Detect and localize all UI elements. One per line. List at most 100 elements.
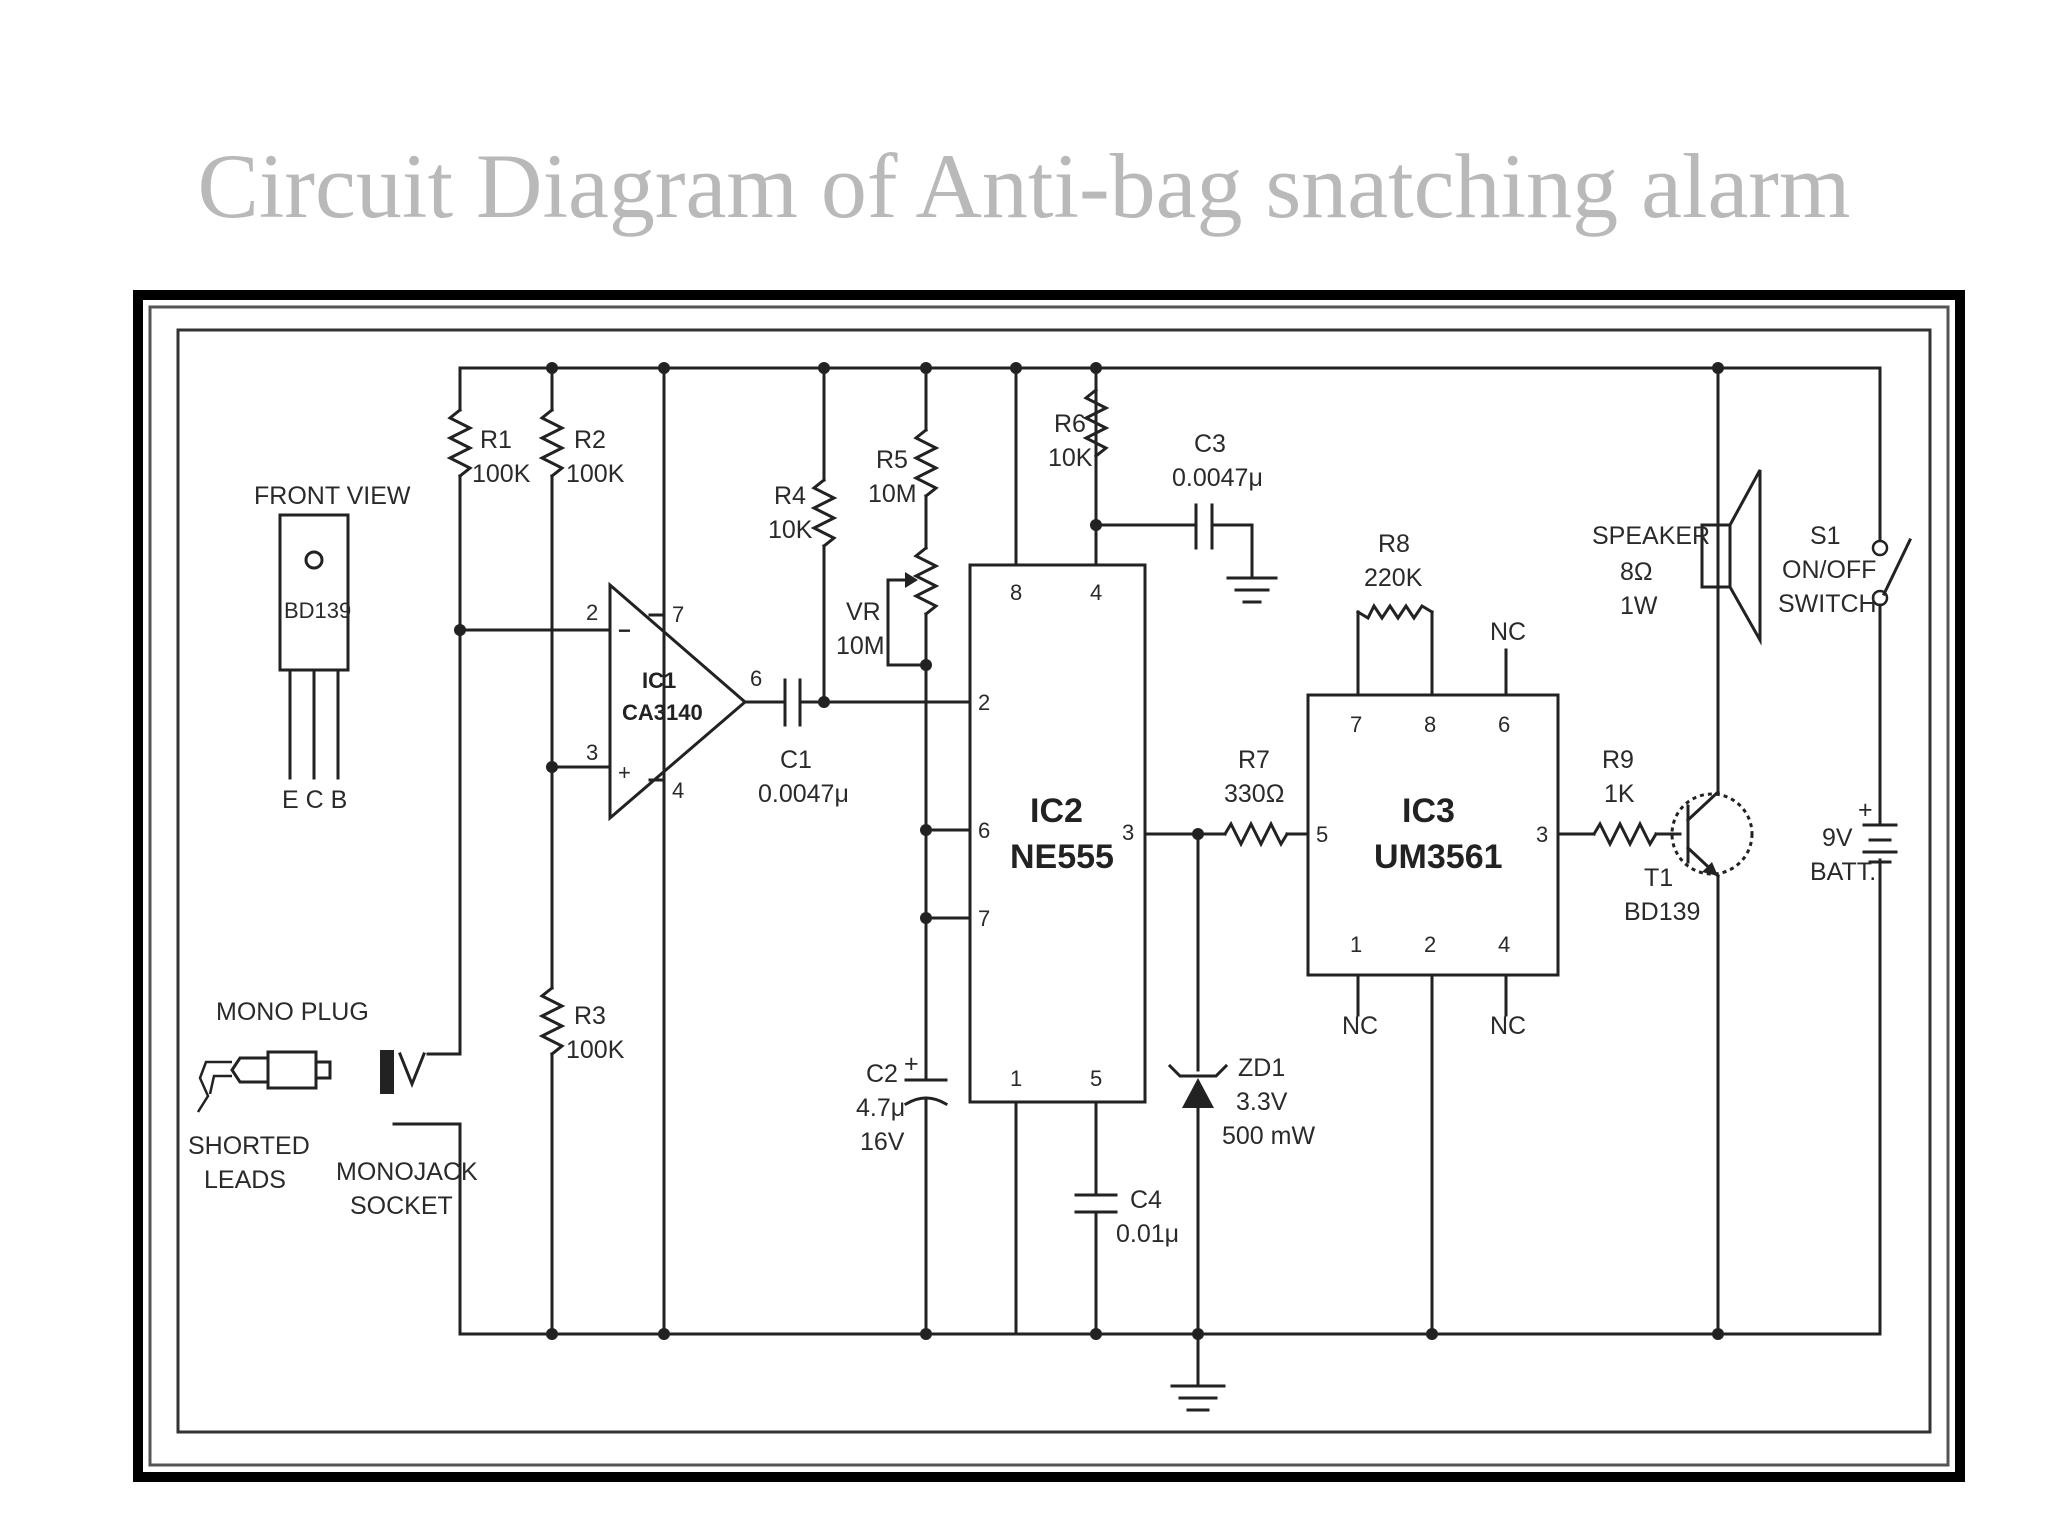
battery-symbol xyxy=(1862,823,1898,864)
label-ic2: IC2 xyxy=(1030,792,1083,830)
speaker-symbol xyxy=(1700,469,1762,646)
label-c2-value: 4.7μ xyxy=(856,1094,905,1122)
mono-plug xyxy=(196,1050,332,1113)
label-c4-value: 0.01μ xyxy=(1116,1220,1179,1248)
pin-ic3-1: 1 xyxy=(1350,932,1362,957)
r4-resistor xyxy=(810,477,838,549)
r5-resistor xyxy=(912,427,940,499)
ground-symbol-c3 xyxy=(1226,576,1278,604)
pin-ic2-1: 1 xyxy=(1010,1066,1022,1091)
label-c3-value: 0.0047μ xyxy=(1172,464,1263,492)
label-s1-switch: SWITCH xyxy=(1778,590,1877,618)
label-socket: SOCKET xyxy=(350,1192,453,1220)
pin-ic1-2: 2 xyxy=(586,600,598,625)
pin-ic2-7: 7 xyxy=(978,906,990,931)
label-nc-1: NC xyxy=(1342,1012,1378,1040)
label-c1-value: 0.0047μ xyxy=(758,780,849,808)
pin-ic3-6: 6 xyxy=(1498,712,1510,737)
pin-ic3-8: 8 xyxy=(1424,712,1436,737)
label-r7: R7 xyxy=(1238,746,1270,774)
label-ic1-value: CA3140 xyxy=(622,700,703,725)
label-r9: R9 xyxy=(1602,746,1634,774)
label-zd1-value: 3.3V xyxy=(1236,1088,1288,1116)
r2-resistor xyxy=(538,407,566,479)
pin-ic1-4: 4 xyxy=(672,778,684,803)
label-zd1-power: 500 mW xyxy=(1222,1122,1315,1150)
pin-ic1-7: 7 xyxy=(672,602,684,627)
label-ic3: IC3 xyxy=(1402,792,1455,830)
label-ecb: E C B xyxy=(282,786,347,814)
pin-ic2-6: 6 xyxy=(978,818,990,843)
label-r6: R6 xyxy=(1054,410,1086,438)
pin-ic3-5: 5 xyxy=(1316,822,1328,847)
label-r3: R3 xyxy=(574,1002,606,1030)
zd1-zener xyxy=(1167,1063,1229,1108)
pin-ic1-6: 6 xyxy=(750,666,762,691)
outer-frame xyxy=(133,290,1965,1482)
label-speaker: SPEAKER xyxy=(1592,522,1710,550)
slide-title: Circuit Diagram of Anti-bag snatching al… xyxy=(197,135,1851,237)
inner-frame-2 xyxy=(176,328,1932,1434)
r7-resistor xyxy=(1222,820,1290,848)
pin-ic1-3: 3 xyxy=(586,740,598,765)
label-ic1: IC1 xyxy=(642,668,676,693)
label-vr: VR xyxy=(846,598,881,626)
label-r6-value: 10K xyxy=(1048,444,1093,472)
vr-potentiometer xyxy=(912,545,940,617)
ic2-ne555 xyxy=(968,563,1147,1104)
label-r2-value: 100K xyxy=(566,460,625,488)
label-r1: R1 xyxy=(480,426,512,454)
label-r8-value: 220K xyxy=(1364,564,1423,592)
label-c2: C2 xyxy=(866,1060,898,1088)
ic1-opamp xyxy=(608,581,748,822)
pin-ic2-3: 3 xyxy=(1122,820,1134,845)
inner-frame-1 xyxy=(148,305,1950,1467)
label-r8: R8 xyxy=(1378,530,1410,558)
pin-ic2-5: 5 xyxy=(1090,1066,1102,1091)
label-r4: R4 xyxy=(774,482,806,510)
label-r5-value: 10M xyxy=(868,480,917,508)
label-vr-value: 10M xyxy=(836,632,885,660)
label-c1: C1 xyxy=(780,746,812,774)
label-nc-6: NC xyxy=(1490,618,1526,646)
label-t1-value: BD139 xyxy=(1624,898,1700,926)
label-r9-value: 1K xyxy=(1604,780,1635,808)
label-c4: C4 xyxy=(1130,1186,1162,1214)
label-r4-value: 10K xyxy=(768,516,813,544)
label-monojack: MONOJACK xyxy=(336,1158,478,1186)
label-r1-value: 100K xyxy=(472,460,531,488)
label-ic1-plus: + xyxy=(618,760,631,785)
pin-ic2-4: 4 xyxy=(1090,580,1102,605)
r1-resistor xyxy=(446,407,474,479)
label-speaker-ohm: 8Ω xyxy=(1620,558,1653,586)
label-bd139-pkg: BD139 xyxy=(284,598,351,623)
pin-ic2-2: 2 xyxy=(978,690,990,715)
label-front-view: FRONT VIEW xyxy=(254,482,411,510)
pin-ic3-2: 2 xyxy=(1424,932,1436,957)
label-c2-plus: + xyxy=(904,1050,919,1078)
label-batt-voltage: 9V xyxy=(1822,824,1853,852)
label-mono-plug: MONO PLUG xyxy=(216,998,369,1026)
monojack-socket xyxy=(380,1050,426,1094)
label-s1: S1 xyxy=(1810,522,1841,550)
label-c3: C3 xyxy=(1194,430,1226,458)
label-speaker-watt: 1W xyxy=(1620,592,1658,620)
r8-resistor xyxy=(1355,603,1435,621)
label-r5: R5 xyxy=(876,446,908,474)
bd139-package xyxy=(278,513,350,780)
label-shorted: SHORTED xyxy=(188,1132,310,1160)
label-batt: BATT. xyxy=(1810,858,1876,886)
label-zd1: ZD1 xyxy=(1238,1054,1285,1082)
r6-resistor xyxy=(1082,387,1110,459)
label-ic2-value: NE555 xyxy=(1010,838,1114,876)
label-leads: LEADS xyxy=(204,1166,286,1194)
pin-ic3-3: 3 xyxy=(1536,822,1548,847)
pin-ic3-4: 4 xyxy=(1498,932,1510,957)
s1-switch xyxy=(1871,537,1913,607)
label-ic1-minus: − xyxy=(618,618,631,643)
label-ic3-value: UM3561 xyxy=(1374,838,1503,876)
ground-symbol-main xyxy=(1170,1384,1226,1412)
label-batt-plus: + xyxy=(1858,796,1873,824)
pin-ic3-7: 7 xyxy=(1350,712,1362,737)
